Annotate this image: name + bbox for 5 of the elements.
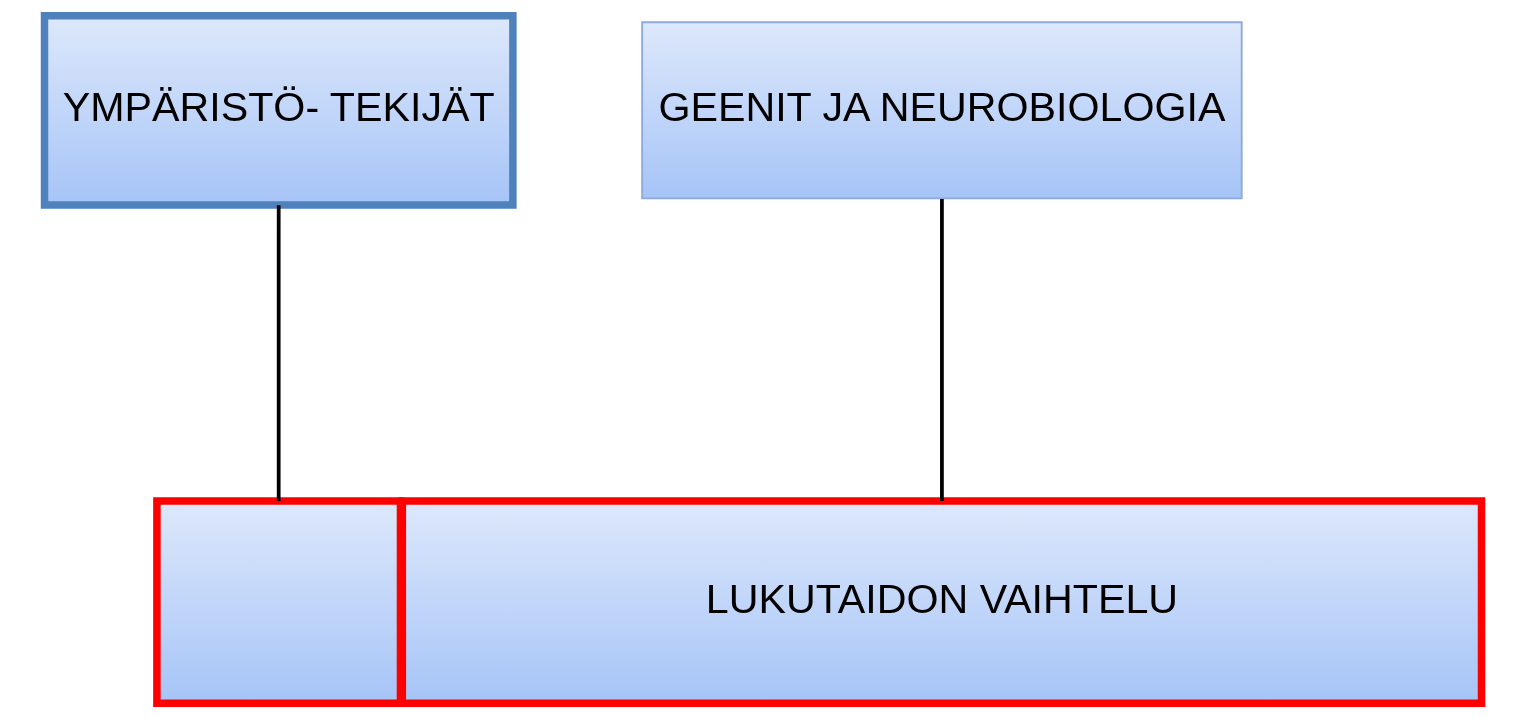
connector: [276, 205, 281, 501]
node-box: GEENIT JA NEUROBIOLOGIA: [641, 21, 1243, 200]
node-box: LUKUTAIDON VAIHTELU: [398, 497, 1486, 708]
node-box: YMPÄRISTÖ- TEKIJÄT: [40, 11, 517, 209]
connector: [940, 198, 944, 501]
